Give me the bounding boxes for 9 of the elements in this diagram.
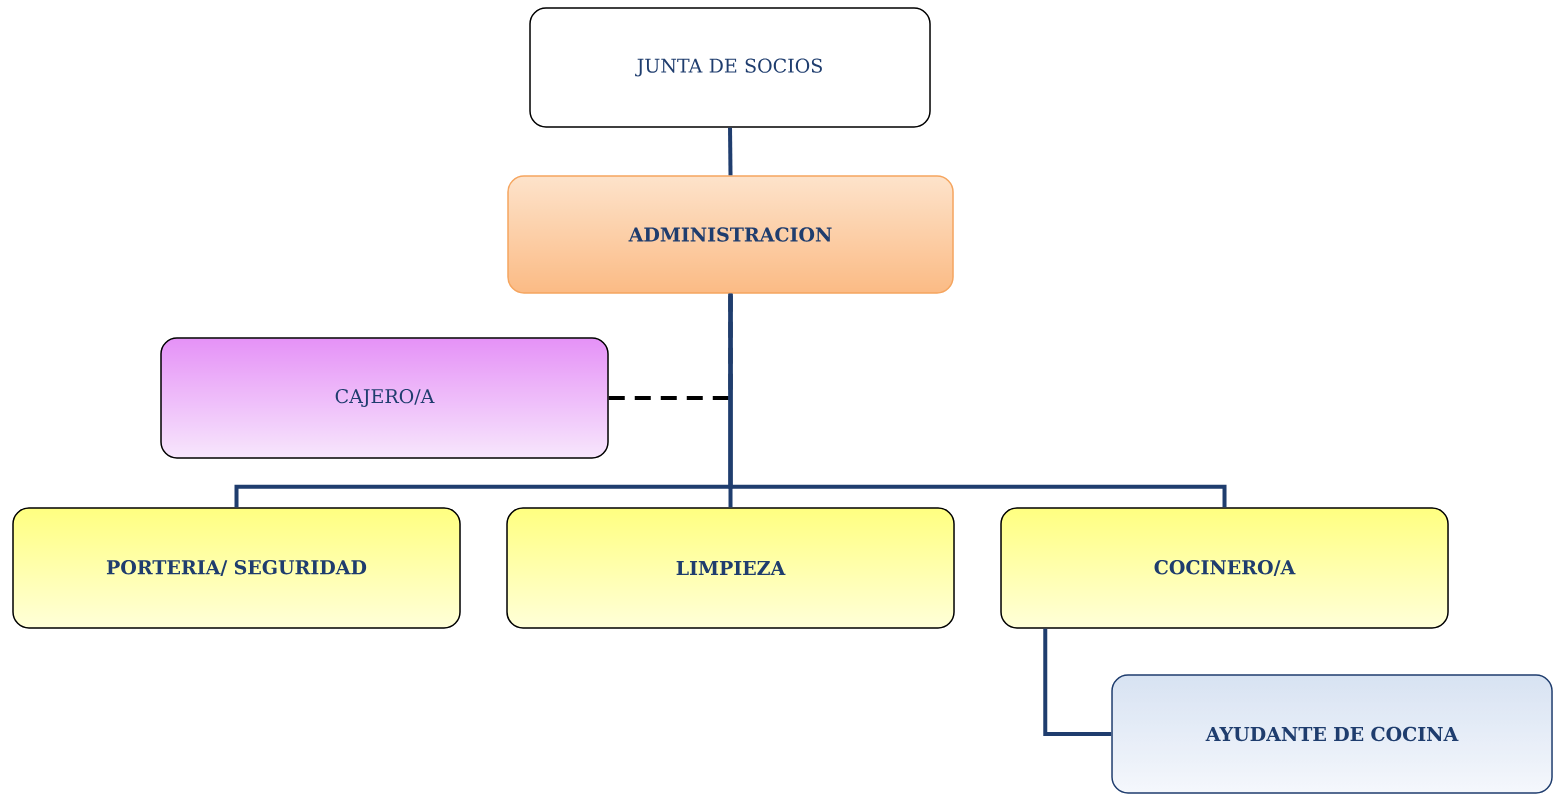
org-box: ADMINISTRACION [507,175,954,294]
org-box: PORTERIA/ SEGURIDAD [12,507,461,629]
org-box: COCINERO/A [1000,507,1449,629]
org-box: LIMPIEZA [506,507,955,629]
org-box: AYUDANTE DE COCINA [1111,674,1553,794]
org-box: JUNTA DE SOCIOS [529,7,931,128]
connector-line [728,293,1227,508]
org-box: CAJERO/A [160,337,609,459]
connector-line [728,127,733,176]
